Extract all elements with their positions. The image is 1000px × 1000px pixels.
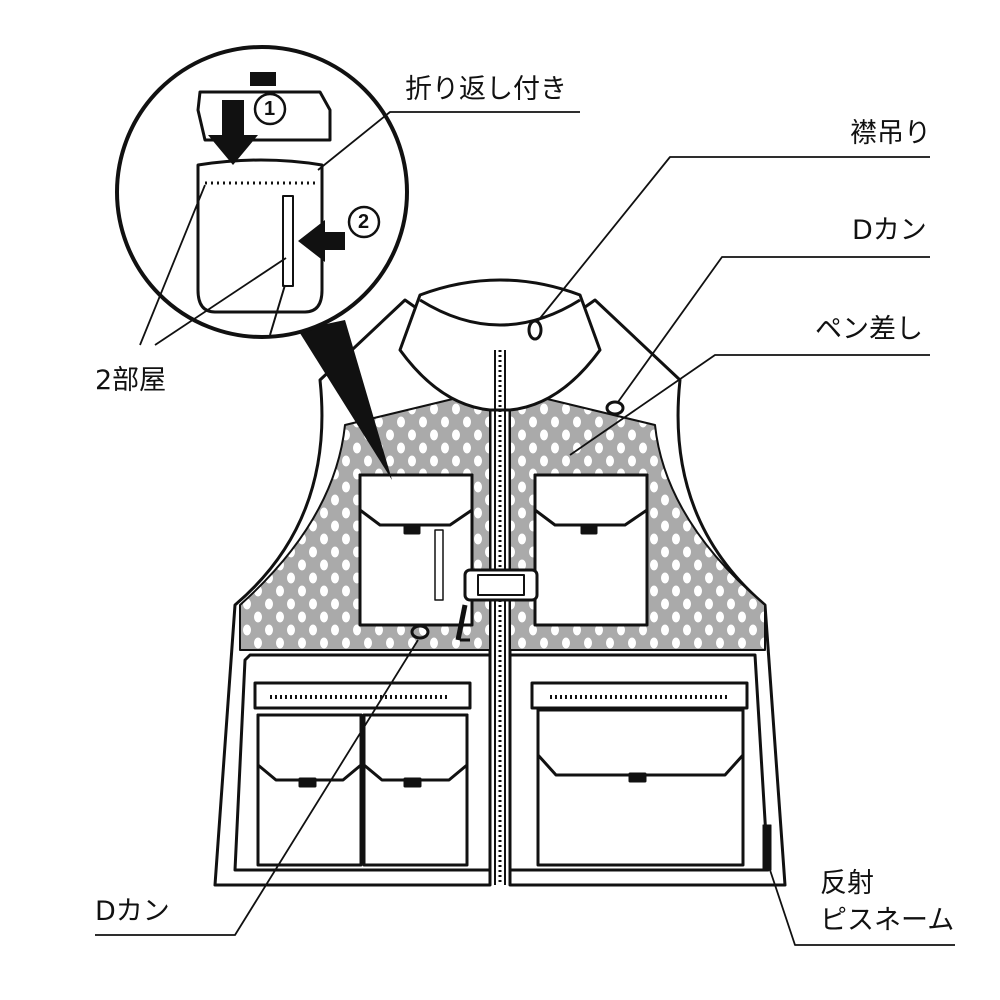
collar — [398, 278, 602, 412]
arrow-2-icon — [298, 220, 345, 262]
leader-lines — [95, 111, 955, 946]
collar-loop — [527, 319, 543, 341]
label-d-ring-top: Dカン — [852, 215, 927, 246]
label-d-ring-bottom: Dカン — [95, 896, 170, 927]
d-ring-top — [605, 400, 625, 416]
label-flap: 折り返し付き — [405, 74, 567, 105]
label-reflective: 反射 — [820, 868, 874, 899]
step-2-number: 2 — [358, 211, 370, 233]
d-ring-bottom — [410, 624, 430, 640]
label-collar-loop: 襟吊り — [850, 118, 931, 149]
magnifier-pointer — [298, 320, 392, 480]
label-pis-name: ピスネーム — [820, 905, 955, 936]
arrow-1-icon — [208, 100, 258, 165]
label-pen-holder: ペン差し — [815, 314, 923, 345]
step-1-number: 1 — [264, 98, 276, 120]
label-two-compartments: 2部屋 — [95, 365, 167, 396]
reflective-tag — [762, 824, 772, 871]
